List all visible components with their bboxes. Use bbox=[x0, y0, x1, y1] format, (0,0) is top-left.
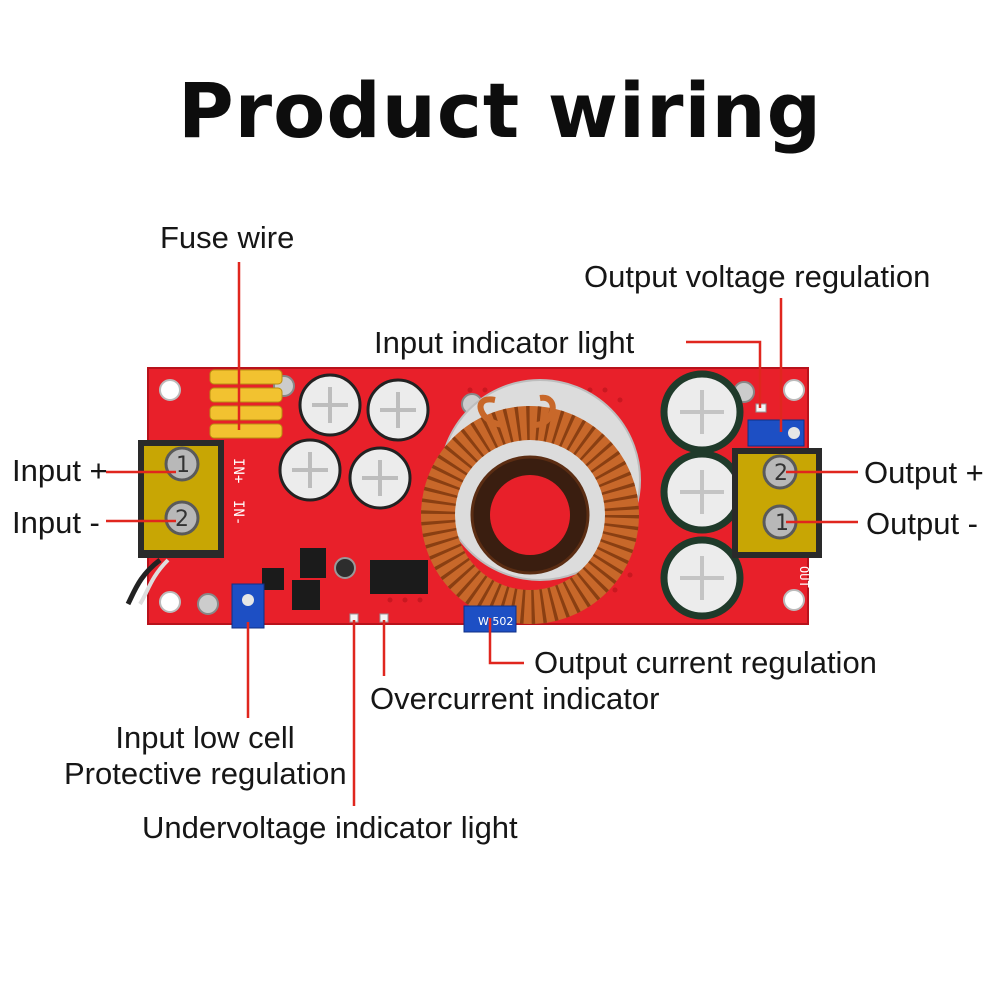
callout-lines bbox=[106, 262, 858, 806]
pot-current-code: W 502 bbox=[478, 615, 513, 628]
callout-input-light bbox=[686, 340, 762, 408]
input-terminal-mark-2: 2 bbox=[175, 507, 189, 532]
label-overcurrent-indicator: Overcurrent indicator bbox=[370, 681, 660, 716]
output-terminal-mark-1: 1 bbox=[775, 511, 789, 536]
output-terminal-block: 2 1 bbox=[732, 448, 822, 558]
label-input-low-cell-line2: Protective regulation bbox=[64, 756, 347, 791]
pot-output-voltage bbox=[747, 419, 805, 447]
output-terminal-mark-2: 2 bbox=[774, 461, 788, 486]
toroid-inductor bbox=[421, 394, 639, 624]
input-terminal-block: 1 2 bbox=[138, 440, 224, 558]
page-title: Product wiring bbox=[177, 66, 823, 155]
input-capacitors bbox=[278, 373, 430, 510]
label-undervoltage-indicator-light: Undervoltage indicator light bbox=[142, 810, 518, 845]
label-input-low-cell-line1: Input low cell bbox=[115, 720, 295, 755]
label-output-voltage-regulation: Output voltage regulation bbox=[584, 259, 931, 294]
label-output-current-regulation: Output current regulation bbox=[534, 645, 877, 680]
pot-input-low-cell bbox=[231, 583, 265, 629]
label-input-minus: Input - bbox=[12, 505, 100, 540]
fuse-block bbox=[209, 369, 283, 439]
output-capacitors bbox=[660, 370, 744, 620]
silk-out: OUT bbox=[797, 566, 811, 588]
label-input-indicator-light: Input indicator light bbox=[374, 325, 635, 360]
label-fuse-wire: Fuse wire bbox=[160, 220, 295, 255]
ic-chips bbox=[262, 548, 428, 610]
silk-in-minus: IN- bbox=[230, 500, 246, 525]
label-output-minus: Output - bbox=[866, 506, 978, 541]
silk-in-plus: IN+ bbox=[230, 458, 246, 483]
callout-output-current bbox=[488, 618, 524, 665]
fan-wire bbox=[125, 558, 162, 606]
label-output-plus: Output + bbox=[864, 455, 984, 490]
label-input-plus: Input + bbox=[12, 453, 108, 488]
input-terminal-mark-1: 1 bbox=[176, 453, 190, 478]
label-input-low-cell: Input low cell Protective regulation bbox=[64, 720, 347, 792]
